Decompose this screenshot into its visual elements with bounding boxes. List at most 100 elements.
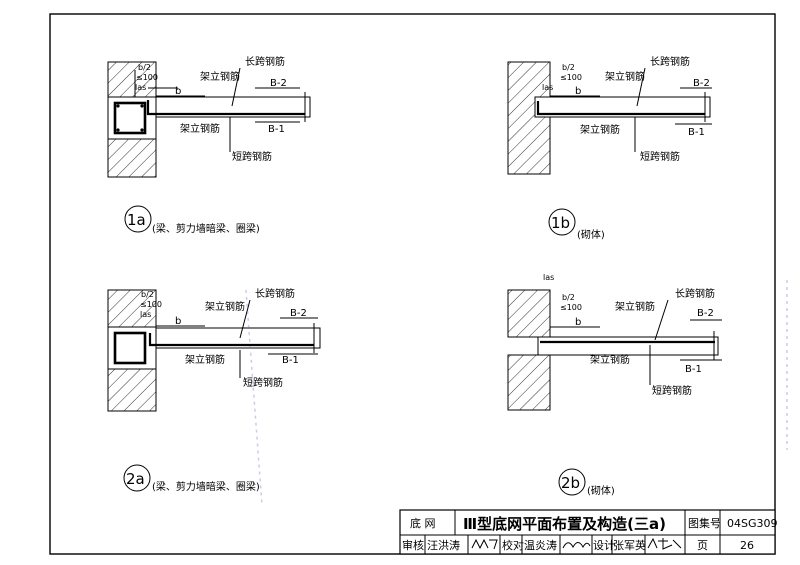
detail-1b: b/2 ≤100 las b 架立钢筋 长跨钢筋 B-2 架立钢筋 B-1 短跨… xyxy=(507,55,712,241)
label-support-bar-top: 架立钢筋 xyxy=(615,300,655,313)
label-b: b xyxy=(175,86,181,97)
slab xyxy=(155,327,321,349)
label-le100: ≤100 xyxy=(560,73,582,82)
label-b2: B-2 xyxy=(693,78,710,89)
slab xyxy=(155,96,311,118)
label-le100: ≤100 xyxy=(560,303,582,312)
label-b2: B-2 xyxy=(290,308,307,319)
detail-caption: (梁、剪力墙暗梁、圈梁) xyxy=(152,222,260,235)
detail-number-circle xyxy=(558,468,586,496)
reviewer-signature xyxy=(471,538,498,550)
label-short-bar: 短跨钢筋 xyxy=(232,150,272,163)
label-short-bar: 短跨钢筋 xyxy=(652,384,692,397)
label-long-bar: 长跨钢筋 xyxy=(245,55,285,68)
label-support-bar-top: 架立钢筋 xyxy=(200,70,240,83)
label-support-bar-bottom: 架立钢筋 xyxy=(580,123,620,136)
label-las: las xyxy=(135,83,146,92)
designer-signature xyxy=(647,537,682,550)
page-number: 26 xyxy=(740,539,754,552)
label-support-bar-bottom: 架立钢筋 xyxy=(180,122,220,135)
beam-stirrup xyxy=(113,101,147,135)
slab xyxy=(537,336,719,356)
label-b1: B-1 xyxy=(688,127,705,138)
detail-1a: b/2 ≤100 las b 架立钢筋 长跨钢筋 B-2 架立钢筋 B-1 短跨… xyxy=(107,55,311,235)
bottom-mesh-bar xyxy=(146,100,305,116)
detail-number: 1a xyxy=(127,211,146,229)
detail-2a: b/2 ≤100 las b 架立钢筋 长跨钢筋 B-2 架立钢筋 B-1 短跨… xyxy=(107,287,321,493)
label-las: las xyxy=(140,310,151,319)
beam-rebar-dot xyxy=(116,104,120,108)
proofer-name: 温炎涛 xyxy=(524,538,557,552)
proof-label: 校对 xyxy=(502,538,524,552)
detail-caption: (砌体) xyxy=(587,485,615,497)
wall-hatch-lower xyxy=(107,368,157,412)
label-support-bar-top: 架立钢筋 xyxy=(605,70,645,83)
label-b-half: b/2 xyxy=(141,290,154,299)
slab xyxy=(534,96,711,118)
label-b-half: b/2 xyxy=(138,63,151,72)
label-b1: B-1 xyxy=(685,364,702,375)
label-long-bar: 长跨钢筋 xyxy=(255,287,295,300)
detail-number-circle xyxy=(123,464,151,492)
reviewer-name: 汪洪涛 xyxy=(427,538,460,552)
beam-stirrup xyxy=(113,331,147,365)
leader xyxy=(239,299,251,339)
label-le100: ≤100 xyxy=(140,300,162,309)
label-short-bar: 短跨钢筋 xyxy=(243,376,283,389)
bottom-mesh-bar xyxy=(536,101,705,116)
label-b: b xyxy=(175,316,181,327)
title-block-category: 底 网 xyxy=(410,516,436,530)
detail-number-circle xyxy=(124,205,152,233)
drawing-frame xyxy=(49,13,776,555)
leader xyxy=(231,67,241,107)
beam-rebar-dot xyxy=(140,128,144,132)
leader xyxy=(654,299,669,341)
detail-number: 2b xyxy=(561,474,580,492)
detail-number: 2a xyxy=(126,470,145,488)
title-block: 底 网 Ⅲ型底网平面布置及构造(三a) 图集号 04SG309 审核 汪洪涛 校… xyxy=(399,509,778,555)
wall-hatch-upper xyxy=(107,61,157,98)
label-las: las xyxy=(542,83,553,92)
beam-rebar-dot xyxy=(140,104,144,108)
label-long-bar: 长跨钢筋 xyxy=(675,287,715,300)
watermark-marks xyxy=(245,280,788,506)
label-long-bar: 长跨钢筋 xyxy=(650,55,690,68)
label-b2: B-2 xyxy=(270,78,287,89)
leader xyxy=(636,67,646,107)
detail-caption: (砌体) xyxy=(577,229,605,241)
design-label: 设计 xyxy=(593,539,615,552)
proofer-signature xyxy=(562,542,591,549)
title-block-border xyxy=(399,509,776,555)
atlas-number-label: 图集号 xyxy=(688,516,721,530)
masonry-hatch-lower xyxy=(507,354,551,411)
label-las-top: las xyxy=(543,273,554,282)
designer-name: 张军英 xyxy=(613,538,646,552)
drawing-title: Ⅲ型底网平面布置及构造(三a) xyxy=(463,515,666,533)
bottom-mesh-bar xyxy=(148,333,314,347)
label-b: b xyxy=(575,86,581,97)
label-support-bar-bottom: 架立钢筋 xyxy=(185,353,225,366)
beam-rebar-dot xyxy=(116,128,120,132)
review-label: 审核 xyxy=(402,538,424,552)
label-b-half: b/2 xyxy=(562,63,575,72)
label-b1: B-1 xyxy=(268,124,285,135)
label-short-bar: 短跨钢筋 xyxy=(640,150,680,163)
watermark-stroke xyxy=(245,289,263,506)
detail-2b: las b/2 ≤100 b 架立钢筋 长跨钢筋 B-2 架立钢筋 B-1 短跨… xyxy=(507,273,722,497)
label-support-bar-bottom: 架立钢筋 xyxy=(590,353,630,366)
page-label: 页 xyxy=(697,539,708,552)
label-b: b xyxy=(575,317,581,328)
label-b-half: b/2 xyxy=(562,293,575,302)
detail-caption: (梁、剪力墙暗梁、圈梁) xyxy=(152,480,260,493)
label-b2: B-2 xyxy=(697,308,714,319)
label-le100: ≤100 xyxy=(136,73,158,82)
masonry-hatch xyxy=(507,61,551,175)
detail-number: 1b xyxy=(551,214,570,232)
detail-number-circle xyxy=(548,208,576,236)
masonry-hatch-upper xyxy=(507,289,551,338)
wall-hatch-lower xyxy=(107,138,157,178)
atlas-number: 04SG309 xyxy=(727,517,778,530)
label-support-bar-top: 架立钢筋 xyxy=(205,300,245,313)
label-b1: B-1 xyxy=(282,355,299,366)
